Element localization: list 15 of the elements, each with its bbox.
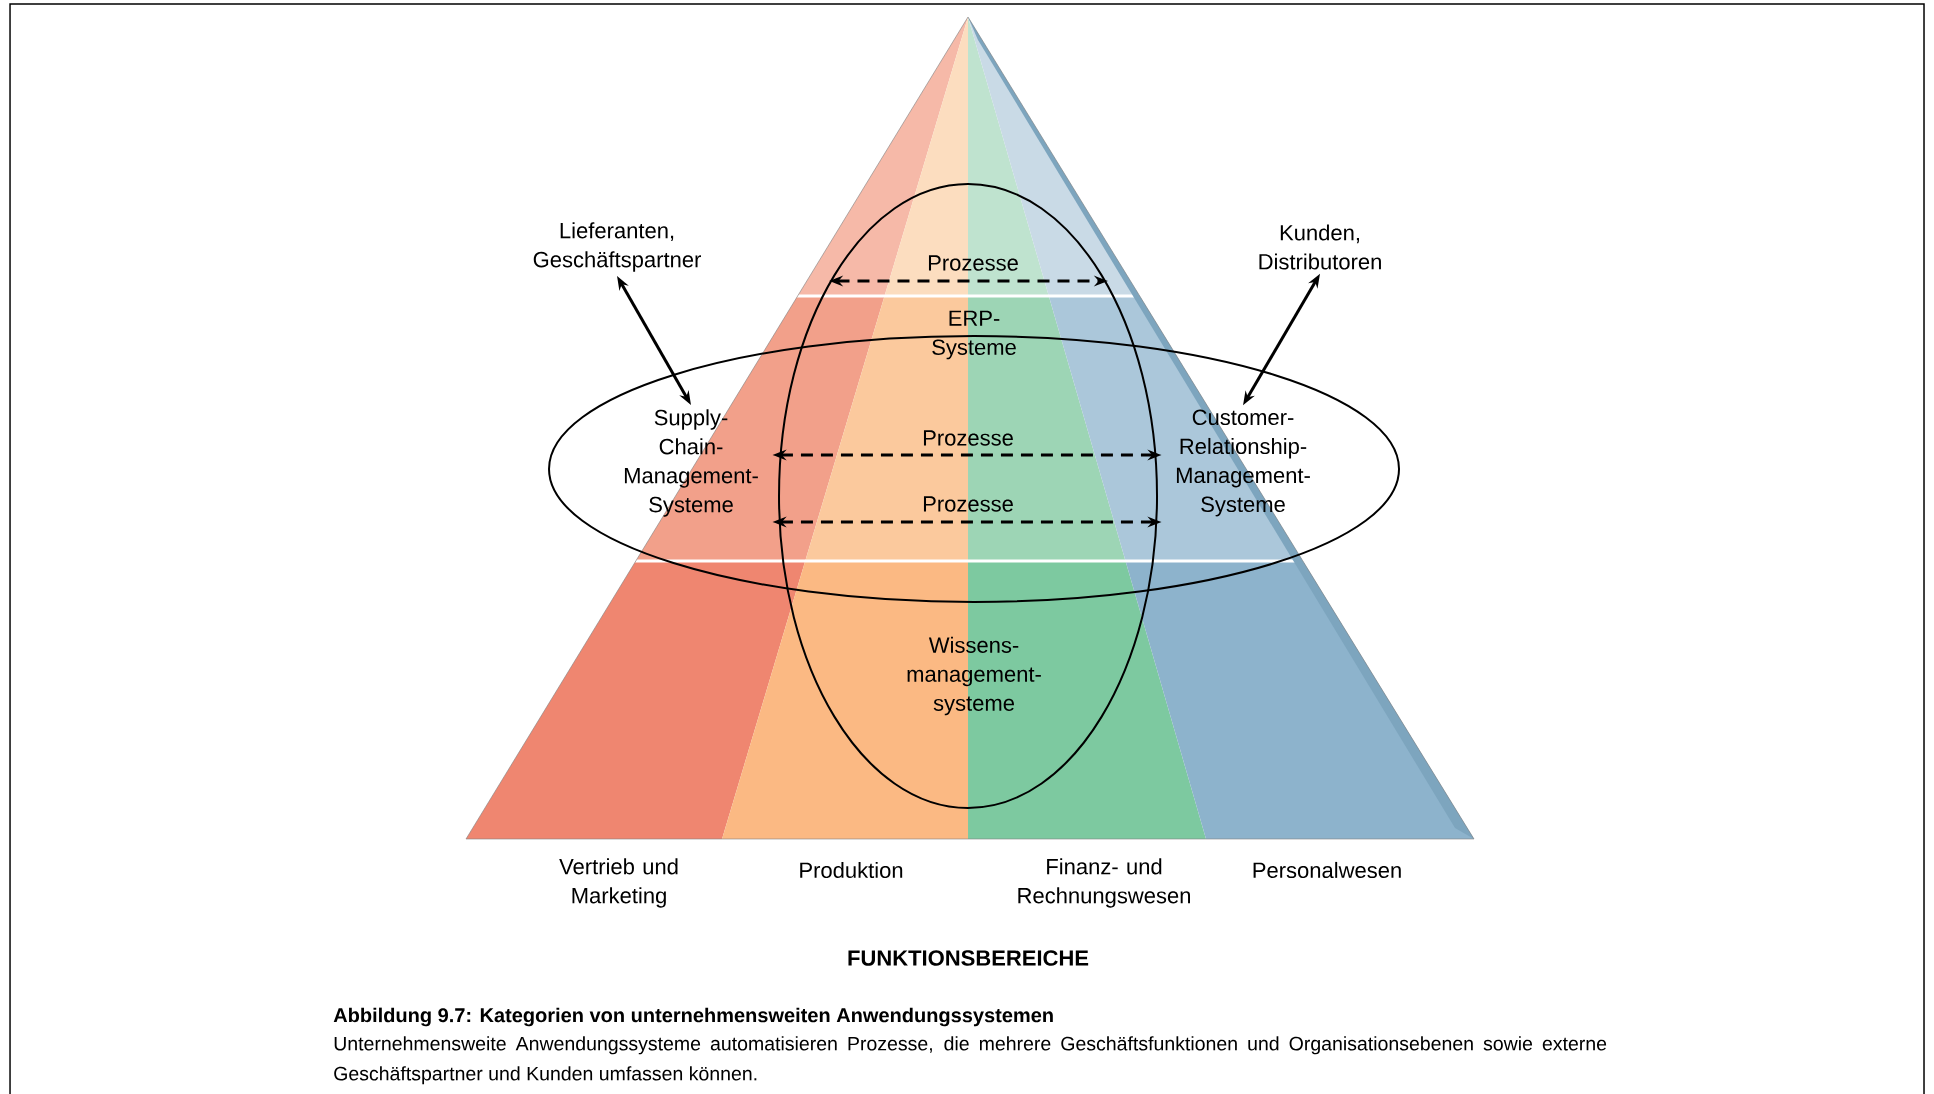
- text-label: Lieferanten, Geschäftspartner: [533, 222, 701, 272]
- text-label: FUNKTIONSBEREICHE: [848, 950, 1089, 966]
- text-label: Kunden, Distributoren: [1259, 224, 1381, 270]
- text-label: Finanz- und Rechnungswesen: [1018, 858, 1190, 908]
- text-label: Produktion: [800, 861, 903, 879]
- text-label: Personalwesen: [1253, 861, 1401, 879]
- edge-label: Prozesse: [923, 430, 1013, 446]
- caption: Unternehmensweite Anwendungssysteme automatisieren Prozesse, die mehrere Geschäftsfunktionen und Organisationsebenen sowie externe Geschäftspartner und Kunden umfassen können.: [334, 1036, 1607, 1085]
- text-label: Vertrieb und Marketing: [559, 858, 678, 908]
- text-label: Customer-Relationship-Management-Systeme: [1176, 409, 1310, 517]
- edge-label: Prozesse: [923, 496, 1013, 512]
- figure-title: Abbildung 9.7: Kategorien von unternehmensweiten Anwendungssystemen: [333, 1007, 1053, 1027]
- text-label: Prozesse: [928, 255, 1018, 271]
- text-label: Supply-Chain-Management-Systeme: [624, 409, 758, 517]
- text-label: ERP-Systeme: [932, 310, 1016, 360]
